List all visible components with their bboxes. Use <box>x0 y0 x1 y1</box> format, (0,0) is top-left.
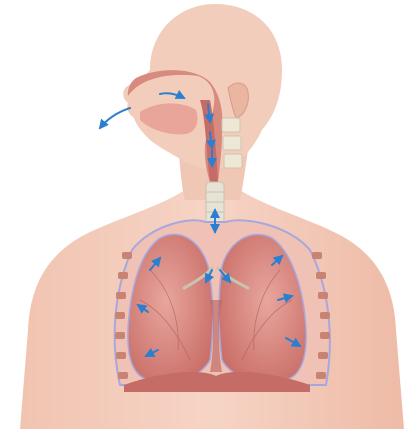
vertebra <box>222 118 240 132</box>
rib-right <box>320 312 330 319</box>
rib-right <box>316 272 326 279</box>
rib-left <box>122 252 132 259</box>
rib-left <box>115 332 125 339</box>
rib-right <box>318 292 328 299</box>
vertebra <box>224 154 242 168</box>
cervical-vertebrae <box>222 118 242 168</box>
rib-left <box>118 272 128 279</box>
rib-right <box>312 252 322 259</box>
rib-left <box>118 372 128 379</box>
rib-left <box>115 312 125 319</box>
rib-right <box>318 352 328 359</box>
rib-left <box>116 292 126 299</box>
rib-right <box>316 372 326 379</box>
vertebra <box>223 136 241 150</box>
rib-left <box>116 352 126 359</box>
rib-right <box>320 332 330 339</box>
